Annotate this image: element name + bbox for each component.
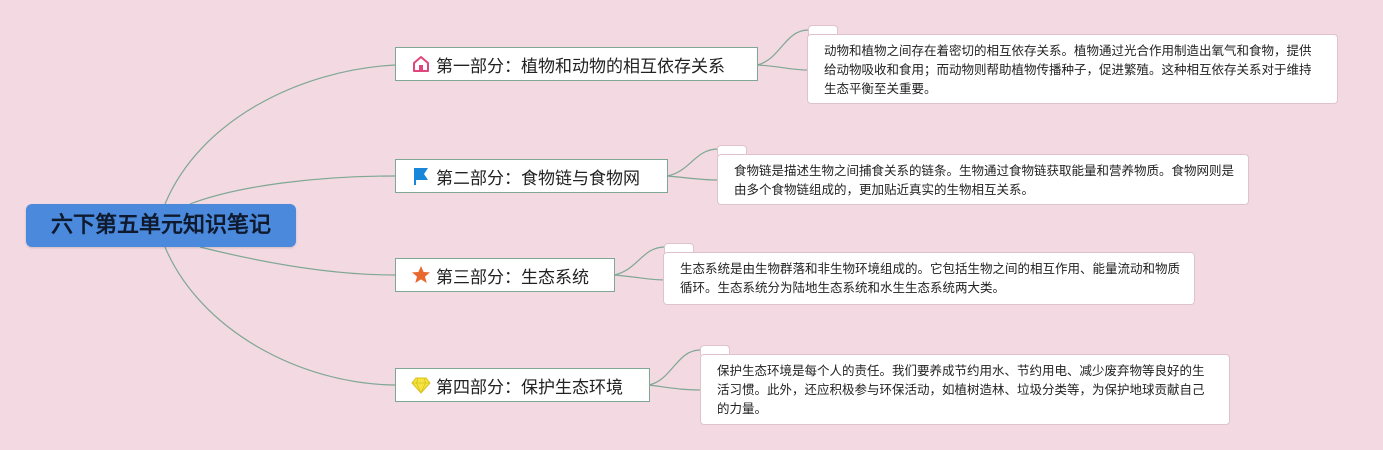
note-text: 食物链是描述生物之间捕食关系的链条。生物通过食物链获取能量和营养物质。食物网则是… [734,163,1235,197]
diamond-icon [410,374,432,396]
branch-part-4[interactable]: 第四部分：保护生态环境 [395,368,650,402]
branch-label: 第二部分：食物链与食物网 [436,168,640,189]
note-tab [717,145,747,155]
note-text: 保护生态环境是每个人的责任。我们要养成节约用水、节约用电、减少废弃物等良好的生活… [717,363,1205,416]
note-text: 动物和植物之间存在着密切的相互依存关系。植物通过光合作用制造出氧气和食物，提供给… [824,43,1312,96]
note-text: 生态系统是由生物群落和非生物环境组成的。它包括生物之间的相互作用、能量流动和物质… [680,261,1181,295]
note-part-2: 食物链是描述生物之间捕食关系的链条。生物通过食物链获取能量和营养物质。食物网则是… [717,154,1249,205]
branch-part-2[interactable]: 第二部分：食物链与食物网 [395,159,668,193]
branch-label: 第三部分：生态系统 [436,267,589,288]
note-tab [700,345,730,355]
connector-branch-1-note [756,29,838,66]
root-topic[interactable]: 六下第五单元知识笔记 [26,204,296,247]
star-icon [410,264,432,286]
branch-label: 第四部分：保护生态环境 [436,377,623,398]
note-tab [664,243,694,253]
root-title: 六下第五单元知识笔记 [50,213,271,238]
connector-root-branch-2 [189,175,396,205]
note-tab [808,25,838,35]
connector-branch-2-note-b [666,175,719,181]
connector-branch-4-note-b [648,384,701,391]
branch-part-1[interactable]: 第一部分：植物和动物的相互依存关系 [395,47,758,81]
connector-root-branch-1 [164,64,396,205]
note-part-4: 保护生态环境是每个人的责任。我们要养成节约用水、节约用电、减少废弃物等良好的生活… [700,354,1230,425]
note-part-3: 生态系统是由生物群落和非生物环境组成的。它包括生物之间的相互作用、能量流动和物质… [663,252,1195,305]
note-part-1: 动物和植物之间存在着密切的相互依存关系。植物通过光合作用制造出氧气和食物，提供给… [807,34,1338,104]
connector-branch-4-note [648,349,730,386]
connector-root-branch-3 [199,246,396,276]
home-icon [410,53,432,75]
flag-icon [410,165,432,187]
connector-root-branch-4 [164,246,396,386]
connector-branch-1-note-b [756,64,809,71]
branch-label: 第一部分：植物和动物的相互依存关系 [436,56,725,77]
branch-part-3[interactable]: 第三部分：生态系统 [395,258,615,292]
connector-branch-3-note-b [613,274,666,281]
